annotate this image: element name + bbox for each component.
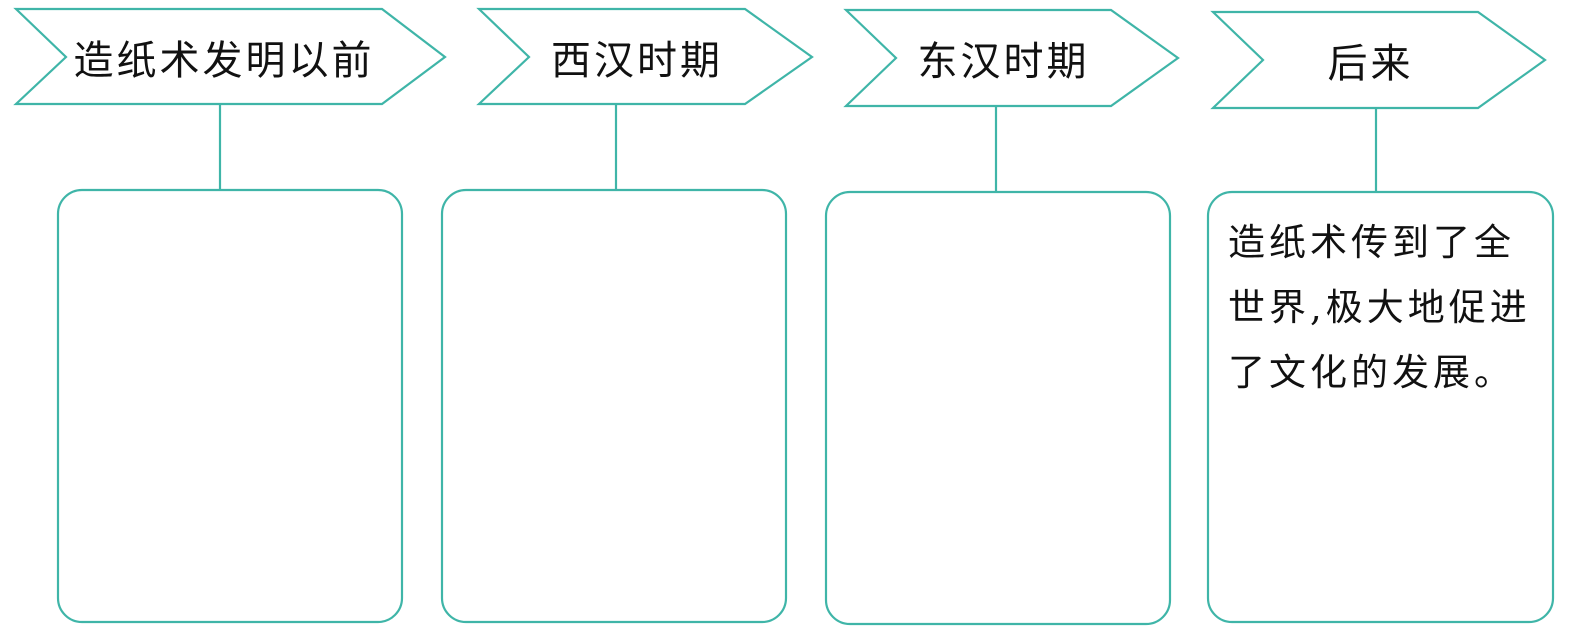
stage-2-arrow-banner bbox=[476, 7, 814, 106]
stage-4-arrow-banner bbox=[1210, 10, 1547, 110]
stage-4-content: 造纸术传到了全世界,极大地促进了文化的发展。 bbox=[1228, 221, 1531, 394]
stage-2-label: 西汉时期 bbox=[551, 38, 723, 84]
stage-1-arrow-banner bbox=[13, 7, 447, 106]
stage-4-label: 后来 bbox=[1327, 41, 1414, 87]
stage-3-arrow-banner bbox=[843, 8, 1180, 108]
stage-3-content-box bbox=[824, 190, 1172, 626]
stage-1-content-box bbox=[56, 188, 404, 624]
stage-4-content-box bbox=[1206, 190, 1555, 624]
stage-2-content-box bbox=[440, 188, 788, 624]
stage-1-label: 造纸术发明以前 bbox=[73, 38, 375, 84]
stage-3-label: 东汉时期 bbox=[917, 39, 1090, 85]
